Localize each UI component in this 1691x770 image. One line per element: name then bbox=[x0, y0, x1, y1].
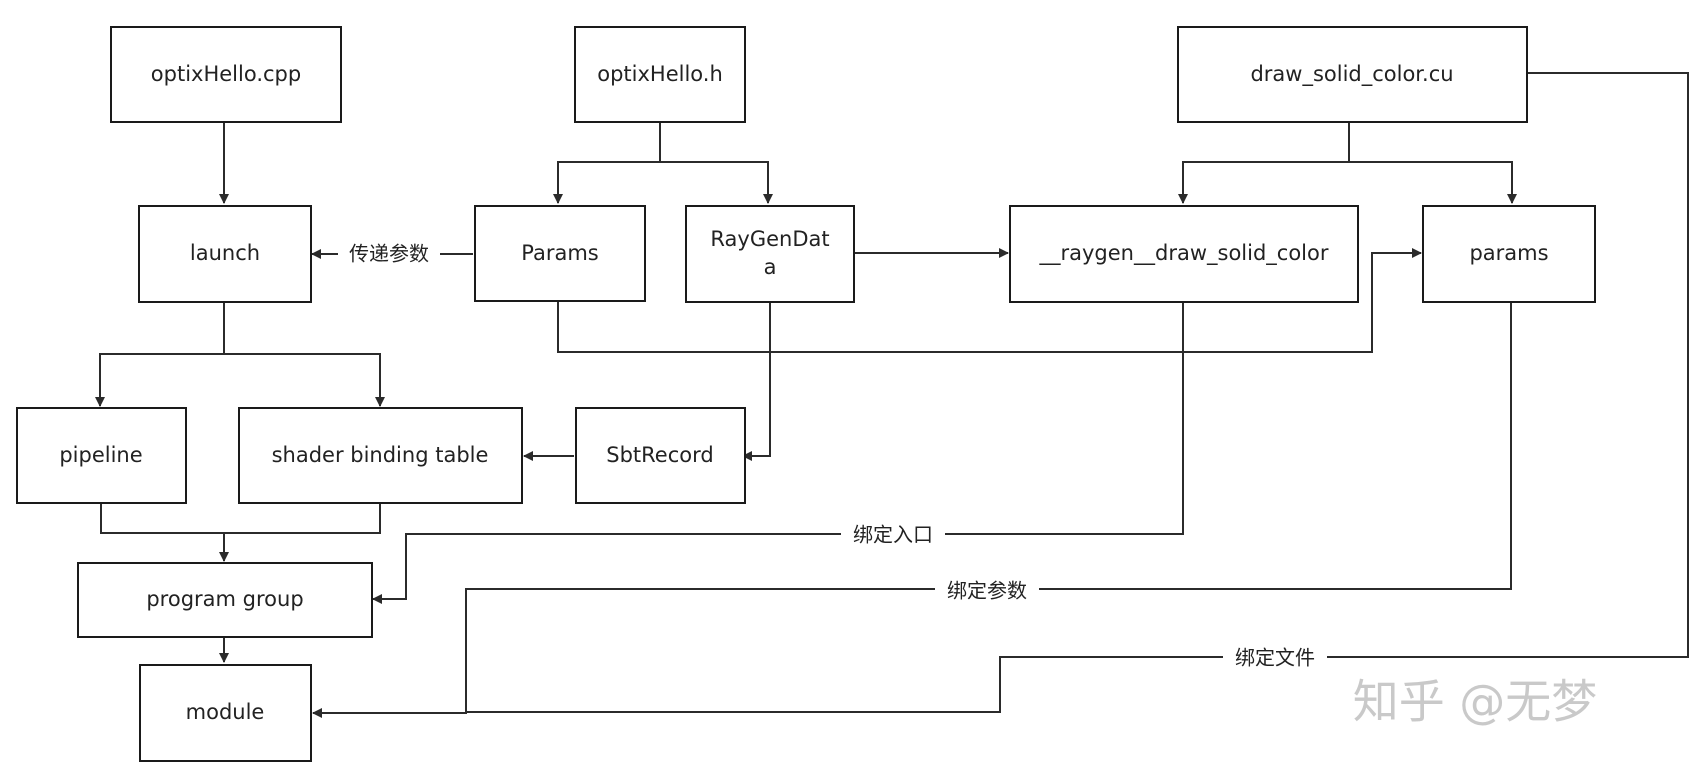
svg-text:pipeline: pipeline bbox=[59, 443, 142, 467]
svg-text:draw_solid_color.cu: draw_solid_color.cu bbox=[1250, 62, 1453, 87]
svg-text:RayGenDat: RayGenDat bbox=[710, 227, 829, 251]
edge-launch-to-pipeline bbox=[95, 302, 225, 407]
svg-text:optixHello.cpp: optixHello.cpp bbox=[151, 62, 301, 86]
edge-h-to-params bbox=[553, 122, 661, 204]
edge-cu-to-raygen bbox=[1178, 122, 1350, 204]
node-shader-binding-table: shader binding table bbox=[238, 407, 523, 504]
svg-text:optixHello.h: optixHello.h bbox=[597, 62, 723, 86]
edge-params-struct-to-params-var bbox=[557, 248, 1422, 353]
edge-raygendata-to-sbtrecord bbox=[742, 302, 771, 461]
edge-pipeline-to-program-group bbox=[100, 503, 381, 534]
svg-text:module: module bbox=[186, 700, 265, 724]
svg-text:a: a bbox=[764, 255, 777, 279]
svg-text:program group: program group bbox=[146, 587, 303, 611]
node-params-var: params bbox=[1422, 205, 1596, 303]
edge-label-pass-params: 传递参数 bbox=[349, 242, 429, 266]
svg-text:Params: Params bbox=[521, 241, 599, 265]
edge-label-bind-entry: 绑定入口 bbox=[853, 523, 933, 547]
edge-label-bind-file: 绑定文件 bbox=[1235, 646, 1315, 670]
edge-raygen-to-program-group bbox=[372, 302, 1184, 604]
edge-launch-to-sbt bbox=[224, 353, 385, 407]
watermark: 知乎 @无梦 bbox=[1353, 675, 1598, 729]
edge-cu-to-module bbox=[466, 72, 1689, 713]
svg-text:SbtRecord: SbtRecord bbox=[606, 443, 713, 467]
edge-label-bind-params: 绑定参数 bbox=[947, 579, 1027, 603]
svg-text:params: params bbox=[1469, 241, 1548, 265]
node-launch: launch bbox=[138, 205, 312, 303]
node-raygendata: RayGenDat a bbox=[685, 205, 855, 303]
edge-h-to-raygendata bbox=[660, 161, 773, 204]
svg-text:shader binding table: shader binding table bbox=[272, 443, 489, 467]
node-pipeline: pipeline bbox=[16, 407, 187, 504]
svg-text:launch: launch bbox=[190, 241, 260, 265]
node-draw-solid-color-cu: draw_solid_color.cu bbox=[1177, 26, 1528, 123]
node-sbtrecord: SbtRecord bbox=[575, 407, 746, 504]
node-raygen-draw-solid-color: __raygen__draw_solid_color bbox=[1009, 205, 1359, 303]
edge-cu-to-params bbox=[1349, 161, 1517, 204]
edge-params-var-to-module bbox=[312, 302, 1512, 718]
svg-text:__raygen__draw_solid_color: __raygen__draw_solid_color bbox=[1039, 241, 1329, 266]
node-module: module bbox=[139, 664, 312, 762]
node-params-struct: Params bbox=[474, 205, 646, 302]
node-optixhello-h: optixHello.h bbox=[574, 26, 746, 123]
node-optixhello-cpp: optixHello.cpp bbox=[110, 26, 342, 123]
node-program-group: program group bbox=[77, 562, 373, 638]
